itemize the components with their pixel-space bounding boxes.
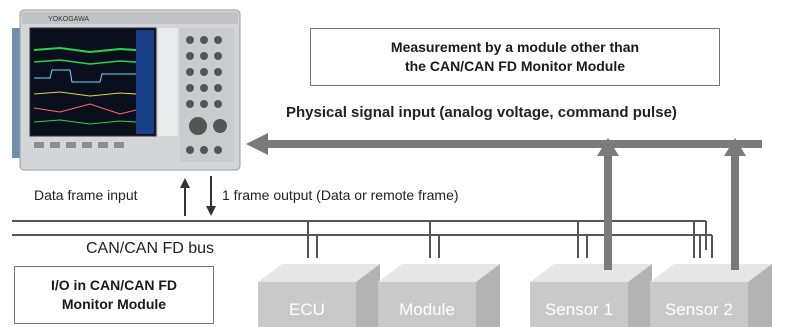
physical-signal-label: Physical signal input (analog voltage, c… (286, 104, 677, 121)
bus-drop-lines (307, 221, 701, 258)
data-frame-input-label: Data frame input (34, 187, 138, 203)
module-label-sensor-1: Sensor 1 (544, 300, 614, 319)
data-frame-input-arrow (180, 178, 190, 216)
module-box-ecu (258, 264, 380, 327)
can-bus-lines (12, 220, 713, 258)
module-label-sensor-2: Sensor 2 (664, 300, 734, 319)
io-note-box: I/O in CAN/CAN FD Monitor Module (14, 266, 214, 324)
instrument-screen-traces (33, 46, 153, 125)
module-label-ecu: ECU (289, 300, 325, 319)
module-box-sensor-1 (530, 264, 652, 327)
io-note-line-2: Monitor Module (61, 296, 167, 312)
module-box-sensor-2 (650, 264, 772, 327)
frame-output-label: 1 frame output (Data or remote frame) (222, 187, 459, 203)
module-label-module: Module (399, 300, 455, 319)
measuring-instrument: YOKOGAWA (12, 9, 241, 171)
can-bus-label: CAN/CAN FD bus (86, 240, 215, 257)
physical-signal-arrows (246, 133, 762, 270)
io-note-line-1: I/O in CAN/CAN FD (51, 277, 177, 293)
frame-output-arrow (206, 176, 216, 216)
module-box-module (378, 264, 500, 327)
measurement-note-box: Measurement by a module other than the C… (310, 28, 720, 86)
measurement-note-line-2: the CAN/CAN FD Monitor Module (404, 58, 626, 74)
device-brand: YOKOGAWA (48, 16, 89, 23)
measurement-note-line-1: Measurement by a module other than (390, 39, 640, 55)
